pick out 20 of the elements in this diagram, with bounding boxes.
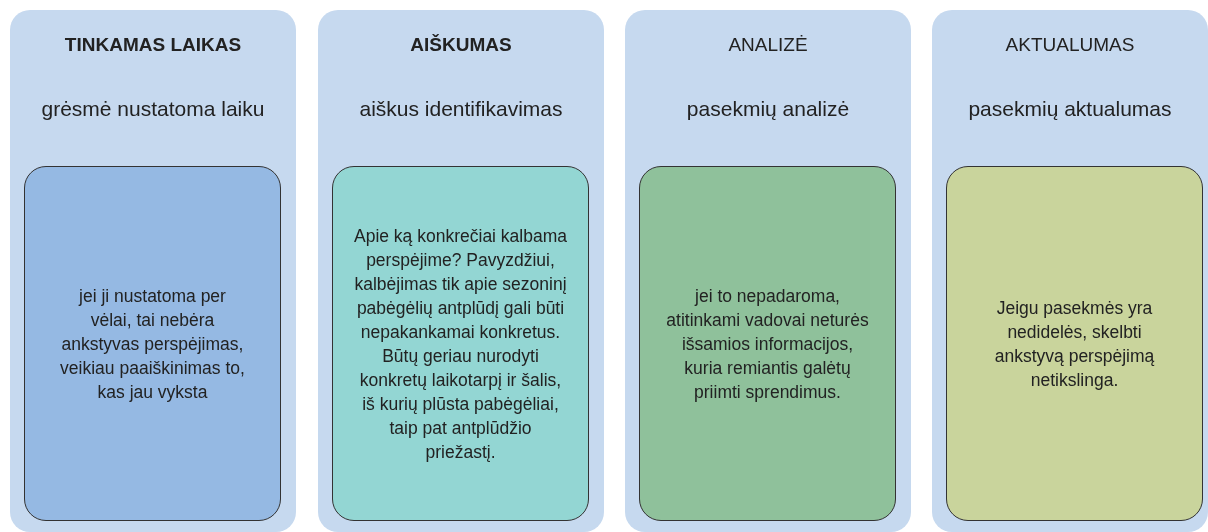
column-panel [932,10,1208,532]
column-panel [10,10,296,532]
description-box [639,166,896,521]
column-subtitle: aiškus identifikavimas [358,96,564,122]
column-panel [318,10,604,532]
column-heading: ANALIZĖ [727,34,809,56]
description-box [24,166,281,521]
column-subtitle: grėsmė nustatoma laiku [40,96,266,122]
column-panel [625,10,911,532]
description-box [332,166,589,521]
column-subtitle: pasekmių analizė [685,96,851,122]
description-box [946,166,1203,521]
column-subtitle: pasekmių aktualumas [967,96,1173,122]
description-text: jei to nepadaroma, atitinkami vadovai neturės išsamios informacijos, kuria remiantis galėtų priimti sprendimus. [666,284,869,404]
description-text: jei ji nustatoma per vėlai, tai nebėra ankstyvas perspėjimas, veikiau paaiškinimas to, kas jau vyksta [59,284,246,404]
description-text: Apie ką konkrečiai kalbama perspėjime? Pavyzdžiui, kalbėjimas tik apie sezoninį pabėgėlių antplūdį gali būti nepakankamai konkretus. Būtų geriau nurodyti konkretų laikotarpį ir šalis, iš kurių plūsta pabėgėliai, taip pat antplūdžio priežastį. [353,224,568,464]
description-text: Jeigu pasekmės yra nedidelės, skelbti ankstyvą perspėjimą netikslinga. [993,296,1156,392]
column-heading: TINKAMAS LAIKAS [63,34,243,56]
column-heading: AIŠKUMAS [409,34,513,56]
column-heading: AKTUALUMAS [1004,34,1136,56]
